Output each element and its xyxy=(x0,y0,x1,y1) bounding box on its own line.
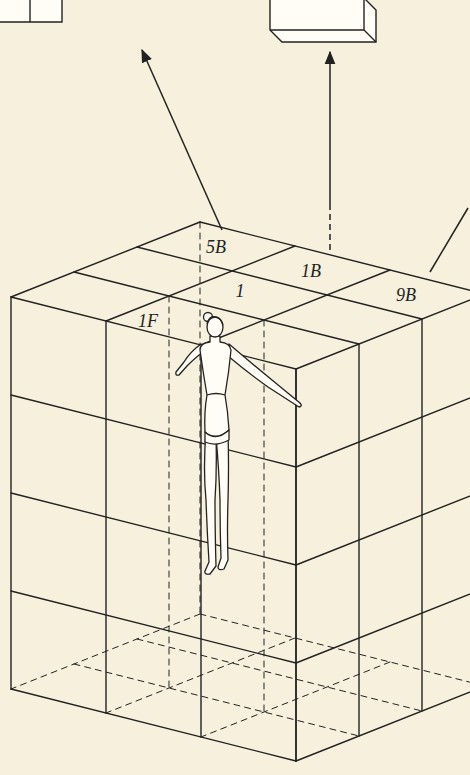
pointer-arrow xyxy=(329,52,331,205)
cube-edge xyxy=(11,297,296,369)
top-boxes xyxy=(0,0,376,42)
cube-edge xyxy=(106,246,295,321)
figure-leg xyxy=(205,430,217,574)
cell-label: 1B xyxy=(301,262,321,280)
cell-label: 9B xyxy=(396,286,416,304)
pointer-arrow xyxy=(430,208,468,272)
cube-edge xyxy=(296,294,470,369)
cell-label: 1F xyxy=(138,312,158,330)
figure-arm xyxy=(228,344,301,407)
figure-head xyxy=(207,317,223,337)
cube-edge xyxy=(137,247,422,319)
pointer-arrow-dashed xyxy=(329,205,331,250)
cube-edge xyxy=(74,272,359,344)
cube-edge xyxy=(201,270,390,345)
figure-arm xyxy=(176,344,203,375)
figure-hairline xyxy=(207,317,223,325)
cut-box xyxy=(0,0,62,22)
arrows xyxy=(142,50,468,272)
cube-edge xyxy=(11,689,296,761)
cell-label: 5B xyxy=(206,238,226,256)
cell-label: 1 xyxy=(236,282,245,300)
cube-edge xyxy=(296,686,470,761)
cube-edge xyxy=(296,588,470,663)
figure-torso xyxy=(200,336,231,437)
hidden-edge xyxy=(169,296,170,688)
cube-grid xyxy=(11,222,470,761)
cube-edge xyxy=(11,222,200,297)
cut-box-edge xyxy=(270,0,376,42)
figure-waist xyxy=(207,394,225,396)
hidden-edge xyxy=(74,664,359,736)
pointer-arrow xyxy=(142,50,222,230)
cut-box xyxy=(270,0,376,42)
cube-edge xyxy=(296,392,470,467)
figure-leg xyxy=(216,430,229,570)
cut-box-divider xyxy=(29,0,30,22)
human-figure xyxy=(176,313,301,575)
cube-edge xyxy=(11,493,296,565)
figure-leotard-hem xyxy=(205,430,229,444)
cube-edge xyxy=(11,591,296,663)
hidden-edge xyxy=(200,614,470,686)
hidden-edge xyxy=(137,639,422,711)
cube-edge xyxy=(11,395,296,467)
cube-edge xyxy=(296,490,470,565)
